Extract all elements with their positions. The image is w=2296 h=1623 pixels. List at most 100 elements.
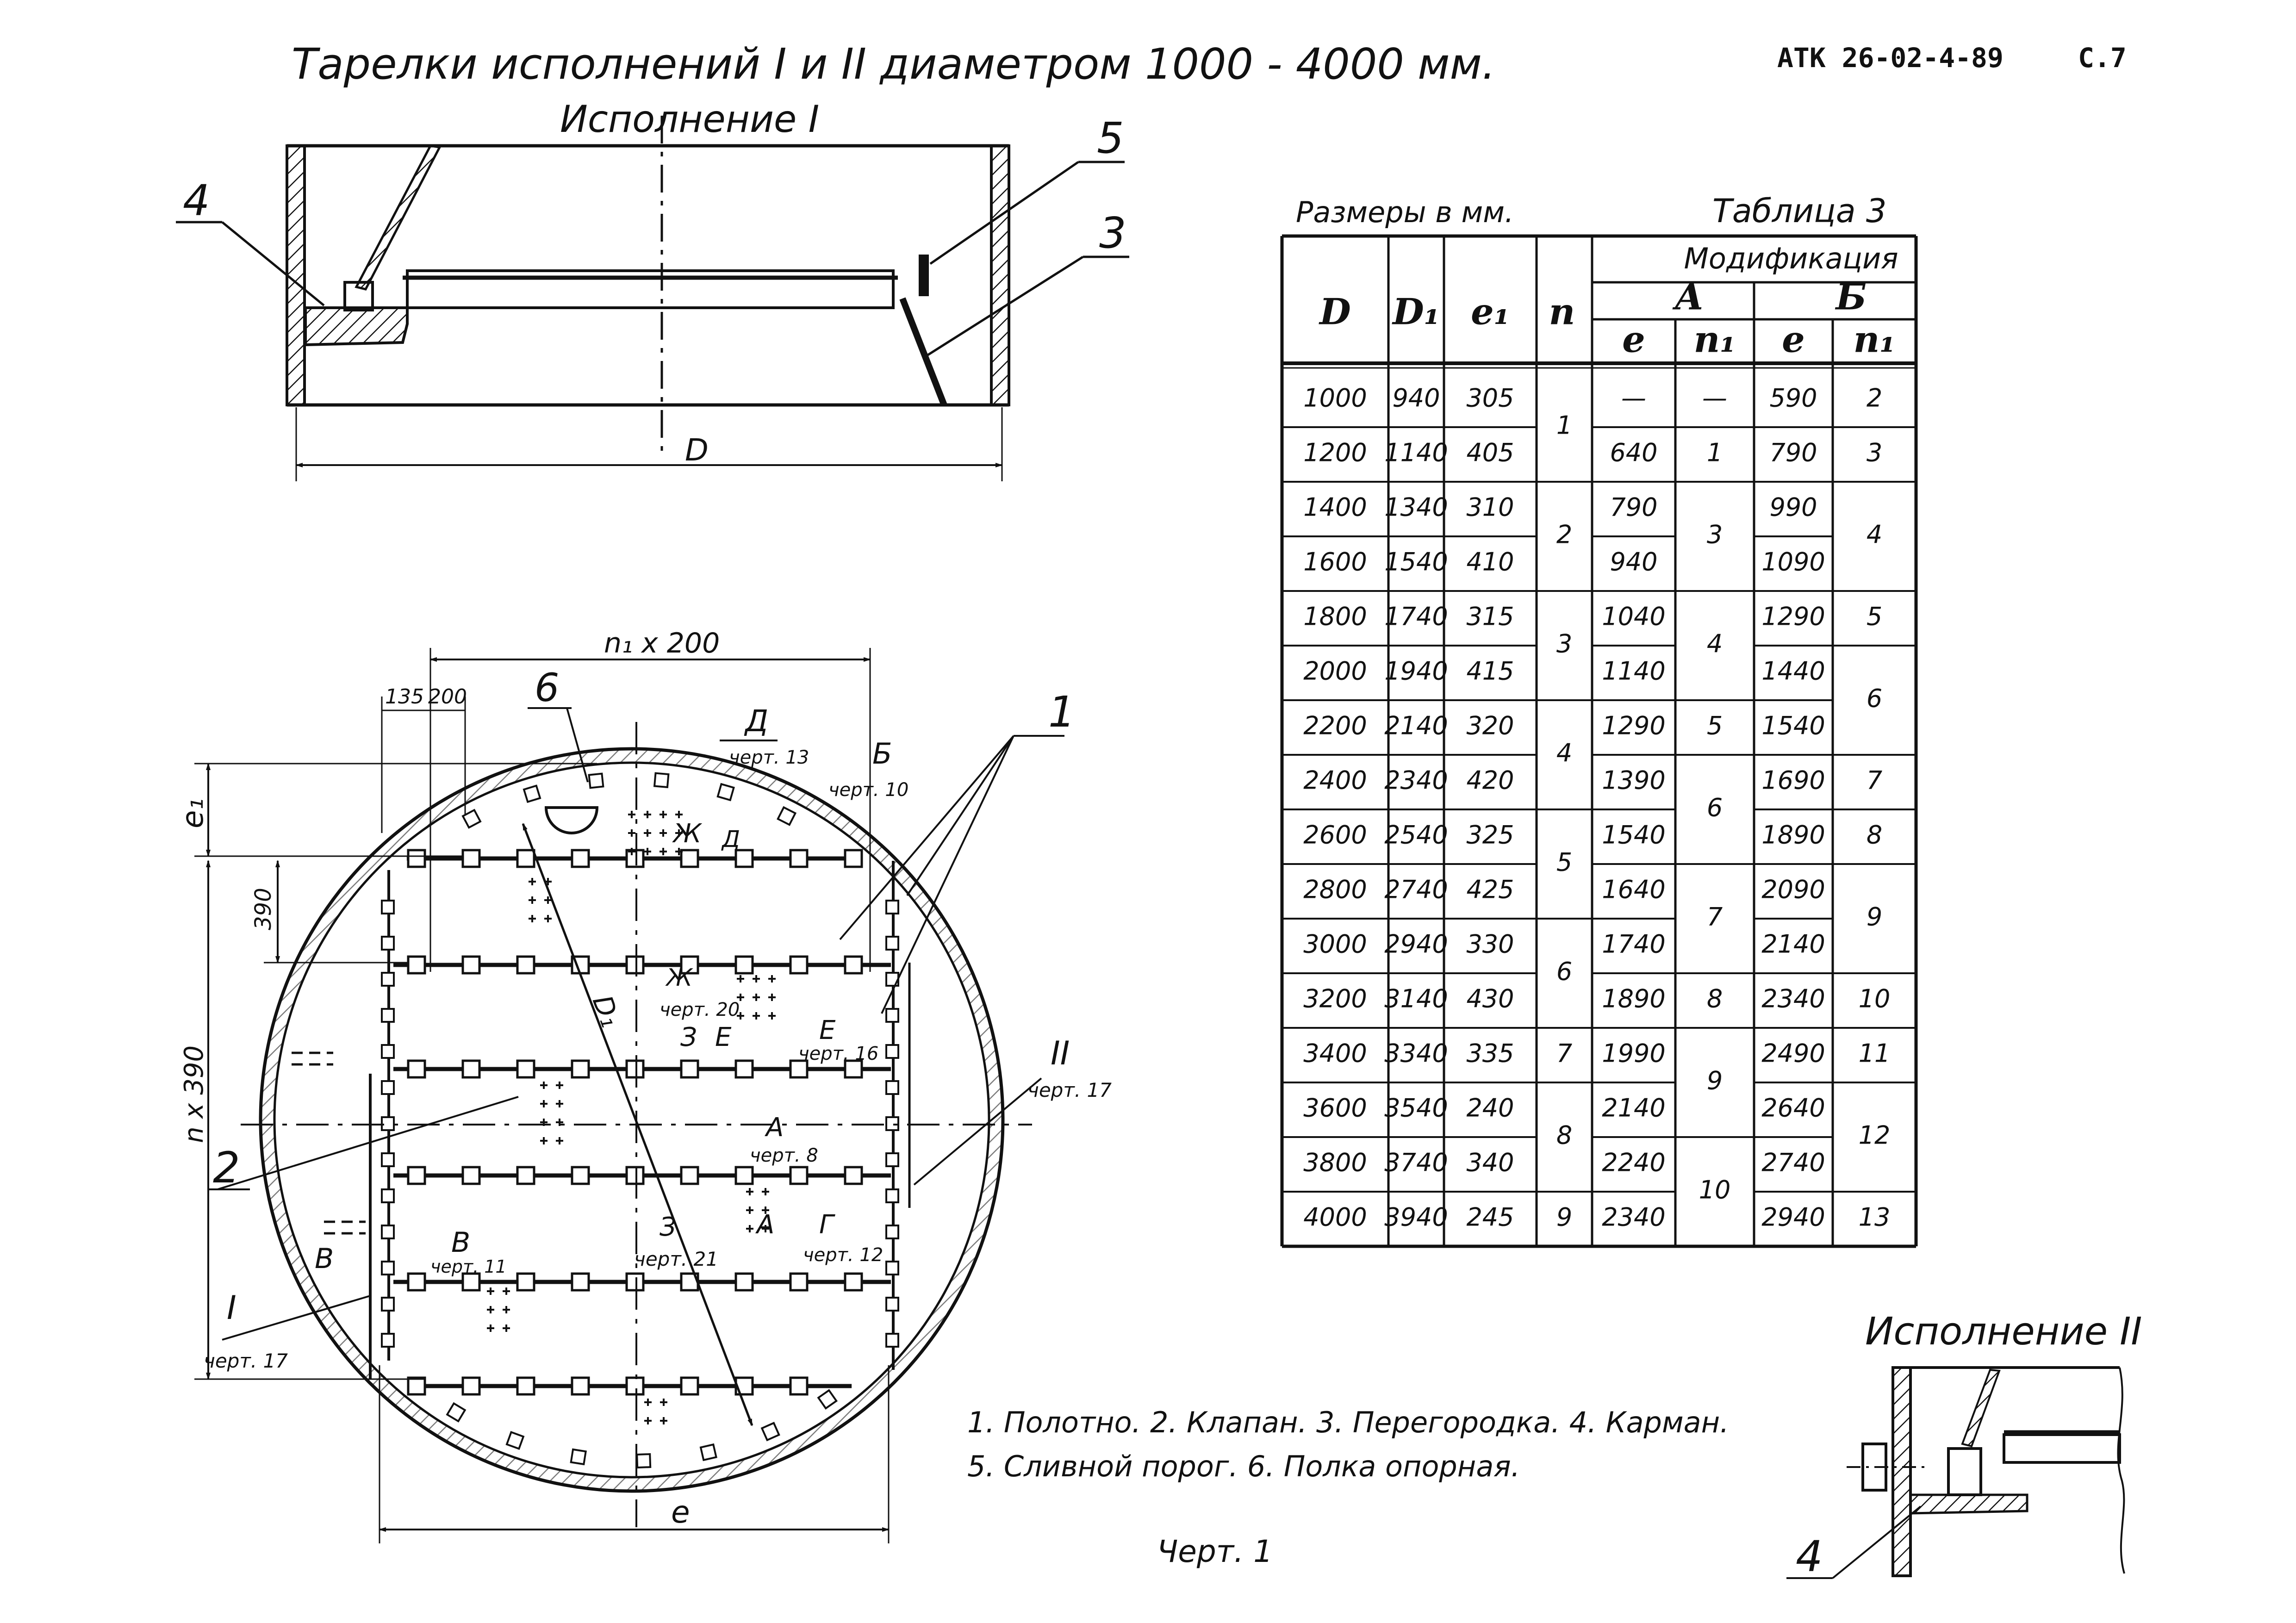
table-cell-n: 1	[1556, 411, 1572, 440]
beam-clip	[844, 1166, 863, 1185]
table-cell-b-n1: 9	[1867, 902, 1882, 932]
table-cell-d1: 3540	[1384, 1094, 1448, 1123]
valve-mark	[503, 1306, 510, 1313]
legend-line-2: 5. Сливной порог. 6. Полка опорная.	[967, 1449, 1520, 1483]
shell-wall-left	[286, 144, 306, 406]
table-cell-a-n1: 9	[1707, 1066, 1723, 1095]
table-cell-a-e: 1390	[1602, 766, 1665, 795]
table-cell-d1: 3340	[1384, 1039, 1448, 1068]
table-cell-d: 3400	[1303, 1039, 1367, 1068]
ref-D: Д	[744, 704, 768, 739]
valve-mark	[660, 1399, 667, 1406]
beam-clip	[461, 1059, 481, 1079]
table-cell-a-n1: 6	[1707, 793, 1723, 822]
pocket	[304, 306, 409, 347]
table-cell-b-e: 990	[1769, 493, 1817, 522]
edge-clip	[885, 1080, 899, 1095]
valve-mark	[628, 829, 635, 837]
beam-clip	[734, 1059, 754, 1079]
support-shelf	[544, 806, 599, 834]
beam-clip	[571, 1376, 590, 1396]
dim-D1-diagonal	[522, 823, 753, 1426]
valve-mark	[529, 878, 536, 885]
table-cell-b-e: 590	[1769, 384, 1817, 413]
valve-mark	[660, 848, 667, 855]
table-cell-e1: 310	[1466, 493, 1514, 522]
ref-A-small: А	[755, 1210, 774, 1240]
table-header-B-e: e	[1782, 319, 1805, 361]
table-cell-e1: 330	[1466, 930, 1514, 959]
ref-II-cherta: черт. 17	[1027, 1079, 1112, 1101]
table-cell-a-e: 790	[1610, 493, 1657, 522]
perimeter-clip	[588, 772, 604, 789]
beam-clip	[625, 849, 645, 868]
table-cell-e1: 325	[1466, 821, 1514, 850]
perimeter-clip	[461, 808, 482, 829]
beam-clip	[844, 1059, 863, 1079]
table-cell-n: 2	[1556, 520, 1572, 549]
table-cell-a-e: 1890	[1602, 984, 1665, 1014]
valve-mark	[762, 1225, 769, 1232]
table-cell-a-e: 1740	[1602, 930, 1665, 959]
ref-Z-small: З	[660, 1212, 676, 1242]
ref-V: В	[451, 1226, 470, 1259]
ref-Zh-small: Ж	[665, 964, 693, 992]
page-number: С.7	[2078, 42, 2127, 74]
beam-clip	[461, 1166, 481, 1185]
beam-clip	[680, 1059, 699, 1079]
edge-clip	[381, 1188, 395, 1203]
table-cell-d1: 2740	[1384, 875, 1448, 904]
beam-clip	[789, 1166, 809, 1185]
baffle-right	[899, 297, 947, 406]
edge-clip	[885, 1225, 899, 1239]
table-caption-right: Таблица 3	[1712, 192, 1886, 230]
edge-clip	[381, 972, 395, 987]
table-header-B-n1: n₁	[1854, 319, 1896, 361]
edge-clip	[381, 1333, 395, 1348]
callout-1-leader-c	[881, 735, 1014, 1014]
beam-clip	[625, 1376, 645, 1396]
ref-E: Е	[715, 1022, 732, 1052]
valve-mark	[660, 811, 667, 818]
beam-clip	[516, 1166, 535, 1185]
table-cell-d1: 940	[1392, 384, 1440, 413]
beam-clip	[789, 1272, 809, 1292]
table-cell-a-n1: 5	[1707, 711, 1723, 740]
perimeter-clip	[716, 783, 735, 802]
perimeter-clip	[760, 1422, 780, 1442]
edge-clip	[885, 1188, 899, 1203]
perimeter-clip	[653, 772, 670, 789]
table-cell-b-e: 1890	[1761, 821, 1825, 850]
overflow-weir	[919, 255, 929, 296]
table-cell-d: 1600	[1303, 547, 1367, 577]
table-cell-d: 1000	[1303, 384, 1367, 413]
ref-Zh: Ж	[672, 819, 703, 849]
table-cell-b-e: 1090	[1761, 547, 1825, 577]
ref-II: II	[1051, 1034, 1070, 1072]
table-cell-d: 2000	[1303, 657, 1367, 686]
dim-e-label: e	[671, 1494, 690, 1530]
legend-line-1: 1. Полотно. 2. Клапан. 3. Перегородка. 4…	[967, 1405, 1729, 1439]
table-cell-a-e: 1640	[1602, 875, 1665, 904]
callout-5-leader-b	[929, 161, 1079, 265]
edge-clip	[381, 936, 395, 951]
table-cell-e1: 415	[1466, 657, 1514, 686]
valve-mark	[487, 1306, 494, 1313]
valve-mark	[487, 1325, 494, 1332]
valve-mark	[540, 1100, 548, 1107]
beam-clip	[407, 849, 426, 868]
table-cell-b-e: 1290	[1761, 602, 1825, 631]
beam-clip	[844, 849, 863, 868]
table-cell-a-n1: 10	[1699, 1175, 1731, 1205]
table-cell-b-e: 1690	[1761, 766, 1825, 795]
valve-mark	[644, 829, 651, 837]
ref-G-cherta: черт. 12	[803, 1244, 883, 1266]
ref-G: Г	[819, 1210, 835, 1240]
beam-clip	[789, 1376, 809, 1396]
detail-pocket-cup	[1947, 1447, 1982, 1496]
valve-mark	[768, 1012, 776, 1020]
table-cell-d1: 3940	[1384, 1203, 1448, 1232]
table-cell-b-n1: 7	[1867, 766, 1882, 795]
